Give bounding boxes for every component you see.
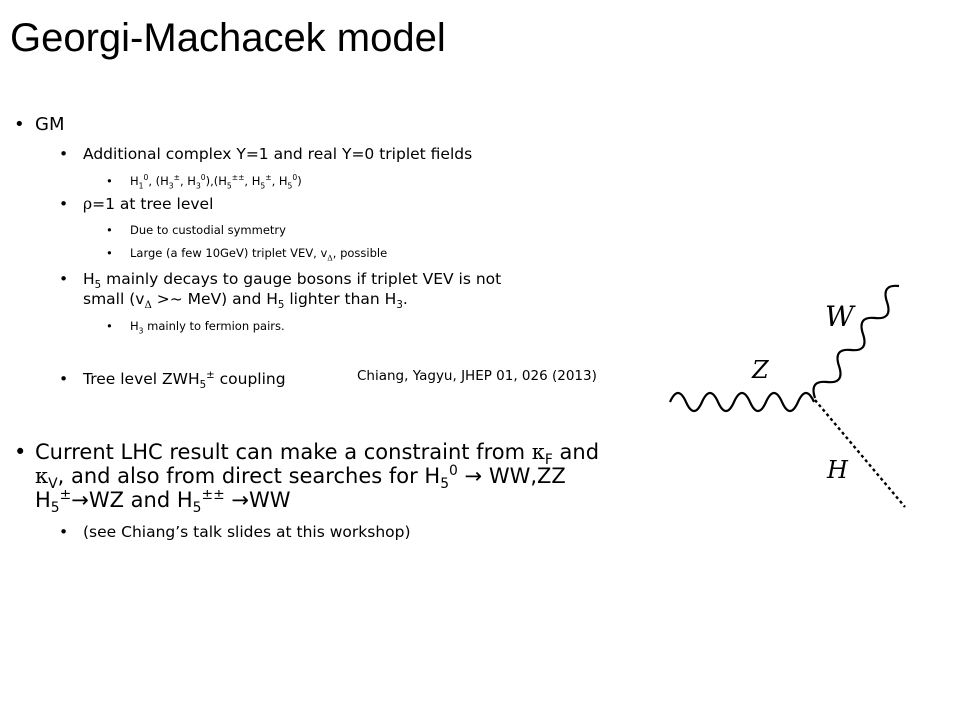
bullet: • (106, 223, 113, 237)
fields-item: H10, (H3±, H30),(H5±±, H5±, H50) (130, 173, 302, 191)
lhc-line3: H5±→WZ and H5±± →WW (35, 487, 291, 517)
bullet: • (106, 246, 113, 260)
bullet: • (59, 270, 69, 288)
bullet: • (59, 370, 69, 388)
gm-item: GM (35, 114, 65, 135)
z-boson-wavy-line (668, 391, 816, 413)
h3-item: H3 mainly to fermion pairs. (130, 319, 285, 336)
h5-decay-line2: small (vΔ >~ MeV) and H5 lighter than H3… (83, 290, 408, 312)
h-label: H (826, 456, 849, 484)
vev-item: Large (a few 10GeV) triplet VEV, vΔ, pos… (130, 246, 388, 263)
custodial-item: Due to custodial symmetry (130, 223, 286, 237)
z-label: Z (751, 356, 770, 384)
higgs-dashed-line (814, 399, 906, 508)
bullet: • (14, 114, 25, 135)
additional-item: Additional complex Y=1 and real Y=0 trip… (83, 145, 473, 163)
chiang-item: (see Chiang’s talk slides at this worksh… (83, 523, 411, 541)
w-boson-wavy-line (812, 284, 900, 399)
slide-title: Georgi-Machacek model (10, 16, 446, 60)
bullet: • (106, 174, 113, 188)
w-label: W (825, 300, 856, 333)
h5-decay-line1: H5 mainly decays to gauge bosons if trip… (83, 270, 502, 292)
bullet: • (106, 319, 113, 333)
bullet: • (59, 523, 69, 541)
citation: Chiang, Yagyu, JHEP 01, 026 (2013) (357, 368, 597, 384)
lhc-line1: Current LHC result can make a constraint… (35, 440, 600, 469)
lhc-line2: κV, and also from direct searches for H5… (35, 463, 566, 493)
bullet: • (59, 195, 69, 213)
bullet: • (59, 145, 69, 163)
tree-level-item: Tree level ZWH5± coupling (83, 369, 286, 392)
rho-item: ρ=1 at tree level (83, 195, 214, 213)
bullet: • (14, 440, 27, 464)
